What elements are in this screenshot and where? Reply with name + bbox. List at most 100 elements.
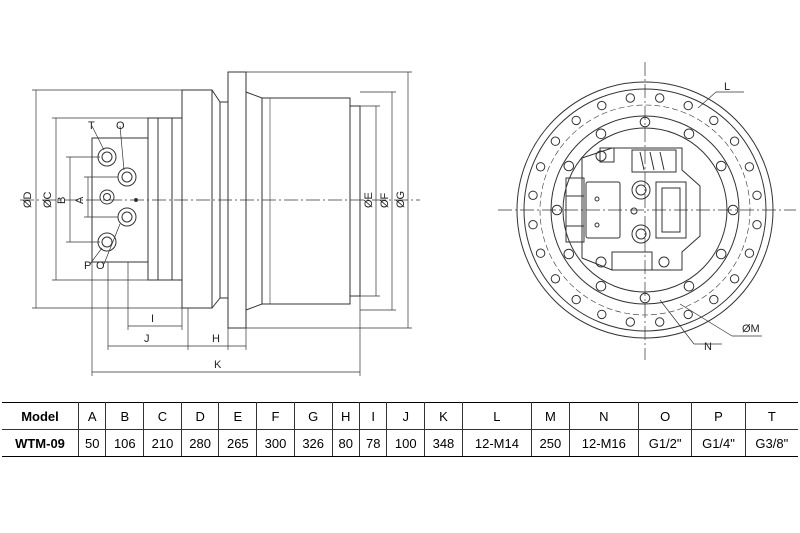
bolt-hole-icon (563, 160, 575, 172)
bolt-hole-icon (563, 248, 575, 260)
value-cell: 78 (358, 429, 388, 457)
header-cell: A (77, 402, 107, 430)
header-cell: C (143, 402, 182, 430)
spec-table: Model A B C D E F G H I J K L M N O P T … (2, 402, 798, 457)
motor-plate (581, 147, 701, 271)
header-cell: T (744, 402, 798, 430)
side-view (20, 71, 420, 376)
header-cell: N (568, 402, 639, 430)
model-cell: WTM-09 (2, 429, 79, 457)
bolt-hole-icon (709, 115, 719, 126)
bolt-hole-icon (727, 204, 739, 216)
label-dim-I: I (151, 313, 154, 325)
label-O2: O (96, 260, 105, 272)
bolt-hole-icon (639, 292, 651, 304)
bolt-hole-icon (683, 100, 693, 111)
value-cell: 80 (331, 429, 360, 457)
outer-bolt-holes (528, 93, 762, 327)
value-cell: G1/4" (691, 429, 746, 457)
value-cell: 106 (105, 429, 145, 457)
label-dim-J: J (144, 333, 150, 345)
front-view (498, 62, 796, 360)
bolt-hole-icon (571, 115, 581, 126)
flange (227, 71, 247, 329)
value-cell: 100 (386, 429, 426, 457)
bolt-hole-icon (551, 204, 563, 216)
bolt-hole-icon (683, 128, 695, 140)
bolt-hole-icon (655, 317, 665, 327)
bolt-hole-icon (535, 248, 546, 258)
header-cell: D (180, 402, 220, 430)
bolt-hole-icon (597, 309, 607, 320)
value-cell: 265 (218, 429, 258, 457)
bolt-hole-icon (550, 136, 561, 146)
header-cell: B (105, 402, 145, 430)
value-cell: G1/2" (637, 429, 693, 457)
bolt-hole-icon (729, 136, 740, 146)
outer-flange (516, 81, 774, 339)
table-header-row: Model A B C D E F G H I J K L M N O P T (2, 402, 798, 430)
table-row: WTM-09 50 106 210 280 265 300 326 80 78 … (2, 429, 798, 457)
value-cell: 210 (143, 429, 182, 457)
bolt-hole-icon (571, 294, 581, 305)
label-dim-A: A (74, 196, 86, 204)
label-dim-K: K (214, 359, 222, 371)
label-dia-M: ØM (742, 323, 760, 335)
port-B-icon (117, 207, 137, 227)
bolt-hole-icon (625, 317, 635, 327)
value-cell: 280 (180, 429, 220, 457)
header-cell: M (531, 402, 570, 430)
header-cell: P (691, 402, 746, 430)
value-cell: 326 (293, 429, 333, 457)
value-cell: 50 (77, 429, 107, 457)
bolt-hole-icon (744, 248, 755, 258)
value-cell: 300 (256, 429, 295, 457)
bolt-hole-icon (595, 128, 607, 140)
value-cell: G3/8" (744, 429, 798, 457)
label-dia-D: ØD (22, 191, 34, 208)
bolt-hole-icon (550, 274, 561, 284)
bolt-hole-icon (709, 294, 719, 305)
bolt-hole-icon (625, 93, 635, 103)
header-cell: F (256, 402, 295, 430)
label-dia-E: ØE (363, 192, 375, 208)
value-cell: 250 (531, 429, 570, 457)
value-cell: 348 (424, 429, 463, 457)
bolt-hole-icon (535, 162, 546, 172)
value-cell: 12-M16 (568, 429, 639, 457)
bolt-hole-icon (655, 93, 665, 103)
label-P: P (84, 260, 91, 272)
header-cell: J (386, 402, 426, 430)
bolt-hole-icon (683, 280, 695, 292)
inner-bolt-holes (551, 116, 739, 304)
label-dia-C: ØC (42, 191, 54, 208)
value-cell: 12-M14 (461, 429, 533, 457)
port-A-icon (99, 189, 115, 205)
label-dia-F: ØF (379, 192, 391, 208)
label-dim-B: B (56, 197, 68, 204)
label-O: O (116, 120, 125, 132)
header-cell: H (331, 402, 360, 430)
label-N: N (704, 341, 712, 353)
header-cell: K (424, 402, 463, 430)
label-T: T (88, 120, 95, 132)
label-dia-G: ØG (395, 191, 407, 208)
bolt-hole-icon (683, 309, 693, 320)
header-cell: G (293, 402, 333, 430)
header-cell: O (637, 402, 693, 430)
bolt-hole-icon (528, 190, 538, 201)
bolt-hole-icon (744, 162, 755, 172)
bolt-hole-icon (715, 160, 727, 172)
header-model: Model (2, 402, 79, 430)
bolt-hole-icon (528, 220, 538, 230)
bolt-hole-icon (597, 100, 607, 111)
port-T-icon (97, 147, 117, 167)
bolt-hole-icon (752, 190, 762, 201)
header-cell: I (358, 402, 388, 430)
label-L: L (724, 81, 730, 93)
header-cell: L (461, 402, 533, 430)
port-P-icon (97, 232, 117, 252)
bolt-hole-icon (639, 116, 651, 128)
bolt-hole-icon (715, 248, 727, 260)
label-dim-H: H (212, 333, 220, 345)
